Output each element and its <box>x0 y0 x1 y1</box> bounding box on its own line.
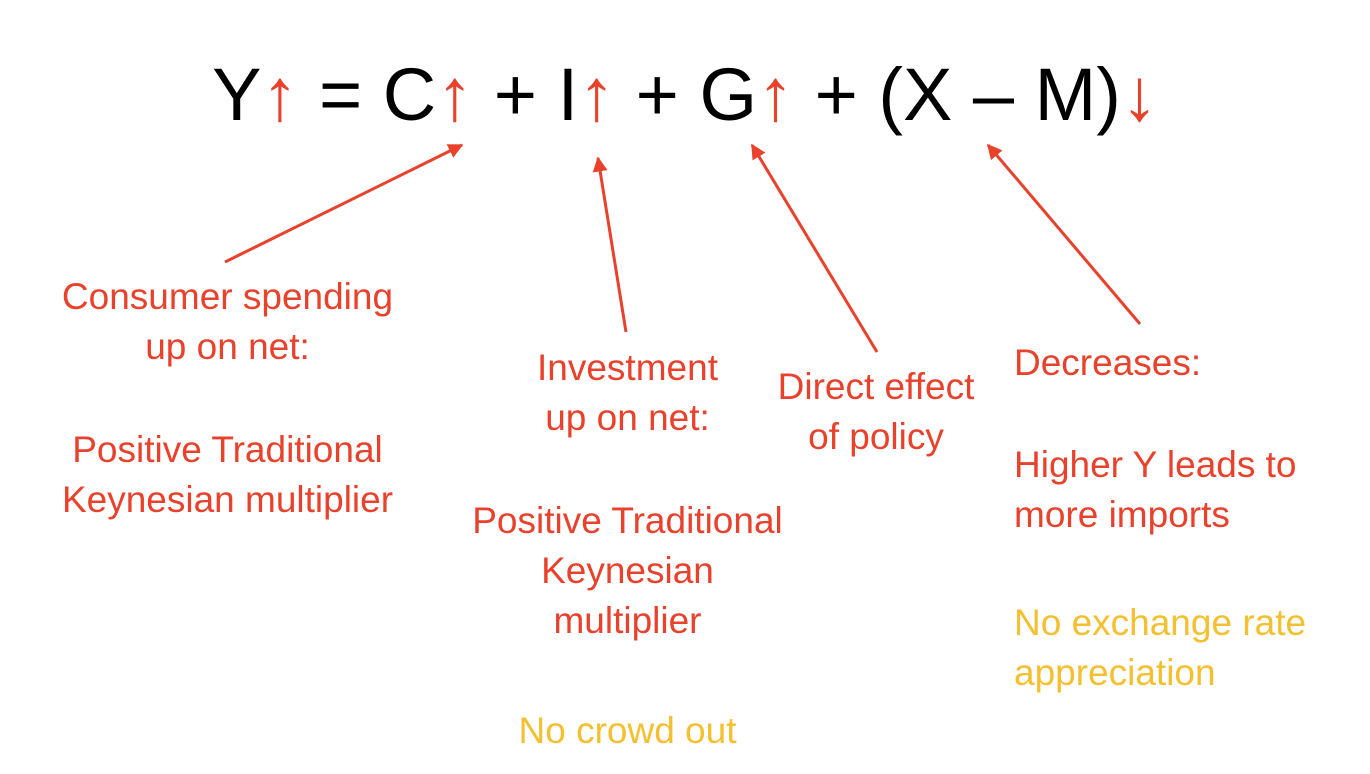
nx-down-arrow-icon: ↓ <box>1120 53 1158 136</box>
i-up-arrow-icon: ↑ <box>578 53 616 136</box>
net-exports-line-2: Higher Y leads to <box>1014 444 1297 485</box>
i-symbol: I <box>557 53 579 136</box>
net-exports-note: No exchange rate appreciation <box>1014 598 1364 698</box>
investment-line-2: up on net: <box>545 397 710 438</box>
g-up-arrow-icon: ↑ <box>757 53 795 136</box>
plus-sign: + <box>473 53 558 136</box>
investment-multiplier-label: Positive Traditional Keynesian multiplie… <box>440 496 815 646</box>
equals-sign: = <box>298 53 383 136</box>
consumption-pointer-arrow <box>224 143 464 264</box>
net-exports-label: Decreases: <box>1014 342 1202 383</box>
c-up-arrow-icon: ↑ <box>436 53 474 136</box>
g-symbol: G <box>699 53 758 136</box>
investment-note: No crowd out <box>518 710 737 751</box>
government-pointer-arrow <box>750 143 879 353</box>
investment-line-1: Investment <box>537 347 718 388</box>
investment-pointer-arrow <box>592 156 628 333</box>
investment-line-3: Positive Traditional <box>472 500 783 541</box>
net-exports-reason: Higher Y leads to more imports <box>1014 440 1364 540</box>
equation: Y↑ = C↑ + I↑ + G↑ + (X – M)↓ <box>0 50 1370 140</box>
c-symbol: C <box>382 53 437 136</box>
plus-sign: + <box>794 53 879 136</box>
government-label: Direct effect of policy <box>752 362 1000 462</box>
net-exports-note-1: No exchange rate <box>1014 602 1307 643</box>
net-exports-symbol: (X – M) <box>878 53 1121 136</box>
government-line-1: Direct effect <box>777 366 975 407</box>
net-exports-note-2: appreciation <box>1014 652 1216 693</box>
consumption-line-4: Keynesian multiplier <box>61 479 394 520</box>
investment-line-5: multiplier <box>553 600 702 641</box>
net-exports-line-3: more imports <box>1014 494 1230 535</box>
consumption-line-1: Consumer spending <box>61 276 394 317</box>
government-line-2: of policy <box>808 416 944 457</box>
consumption-multiplier-label: Positive Traditional Keynesian multiplie… <box>30 425 425 525</box>
net-exports-pointer-arrow <box>986 143 1142 325</box>
consumption-label: Consumer spending up on net: <box>30 272 425 372</box>
plus-sign: + <box>615 53 700 136</box>
investment-line-4: Keynesian <box>541 550 714 591</box>
y-symbol: Y <box>212 53 262 136</box>
consumption-line-2: up on net: <box>145 326 310 367</box>
investment-label: Investment up on net: <box>505 343 750 443</box>
y-up-arrow-icon: ↑ <box>261 53 299 136</box>
consumption-line-3: Positive Traditional <box>72 429 383 470</box>
